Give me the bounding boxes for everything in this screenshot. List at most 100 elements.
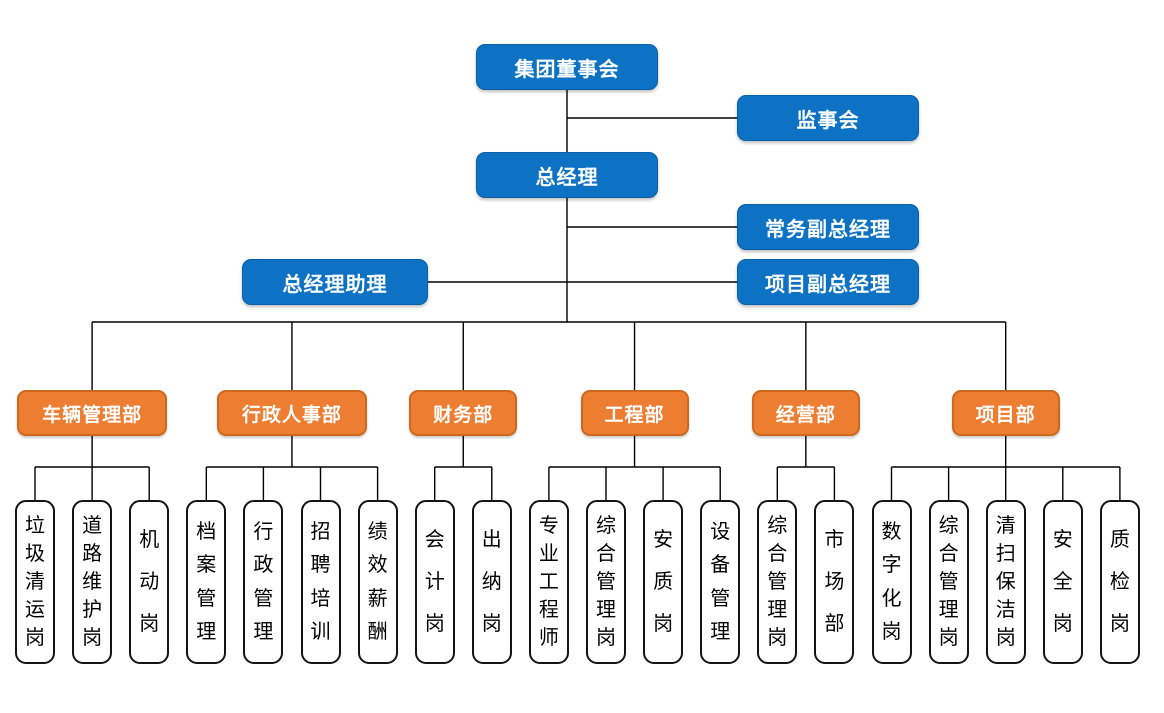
post-char: 专: [538, 515, 559, 537]
post-char: 护: [82, 599, 103, 621]
post-char: 垃: [25, 515, 45, 537]
post-char: 维: [82, 571, 103, 593]
post-char: 运: [25, 599, 45, 621]
post-char: 理: [710, 621, 731, 644]
post-char: 岗: [881, 621, 902, 644]
dept-node-1: 行政人事部: [216, 390, 367, 436]
dept-node-3: 工程部: [580, 390, 689, 436]
post-char: 招: [310, 520, 331, 543]
post-node: 综合管理岗: [586, 500, 626, 664]
post-char: 保: [995, 571, 1016, 593]
post-char: 程: [538, 599, 559, 621]
post-char: 场: [824, 571, 845, 593]
post-char: 机: [139, 529, 160, 551]
post-node: 档案管理: [186, 500, 227, 664]
post-char: 合: [596, 543, 616, 565]
post-char: 理: [938, 599, 959, 621]
post-char: 理: [253, 621, 274, 644]
post-char: 会: [424, 529, 445, 551]
post-char: 化: [881, 587, 902, 610]
post-node: 数字化岗: [871, 500, 912, 664]
dept-node-2: 财务部: [409, 390, 518, 436]
post-char: 综: [767, 515, 788, 537]
post-char: 纳: [481, 571, 502, 593]
post-node: 绩效薪酬: [357, 500, 398, 664]
post-node: 安全岗: [1042, 500, 1083, 664]
post-char: 档: [196, 520, 217, 543]
post-node: 行政管理: [243, 500, 284, 664]
post-char: 理: [196, 621, 217, 644]
post-char: 管: [938, 571, 959, 593]
post-node: 招聘培训: [300, 500, 341, 664]
exec-deputy-gm-node: 常务副总经理: [737, 204, 919, 250]
post-char: 备: [710, 554, 731, 577]
post-node: 垃圾清运岗: [15, 500, 55, 664]
post-char: 设: [710, 520, 731, 543]
post-char: 管: [596, 571, 616, 593]
post-node: 市场部: [814, 500, 855, 664]
post-node: 质检岗: [1099, 500, 1140, 664]
post-char: 管: [710, 587, 731, 610]
post-char: 数: [881, 520, 902, 543]
post-char: 合: [938, 543, 959, 565]
post-char: 清: [995, 515, 1016, 537]
post-char: 清: [25, 571, 45, 593]
general-manager-node: 总经理: [476, 152, 658, 198]
post-char: 岗: [424, 613, 445, 635]
post-char: 岗: [653, 613, 674, 635]
post-char: 绩: [367, 520, 388, 543]
post-node: 清扫保洁岗: [985, 500, 1026, 664]
post-char: 质: [653, 571, 674, 593]
board-node: 集团董事会: [476, 44, 658, 90]
post-char: 理: [596, 599, 616, 621]
post-char: 市: [824, 529, 845, 551]
post-char: 管: [196, 587, 217, 610]
post-char: 聘: [310, 554, 331, 577]
post-char: 岗: [481, 613, 502, 635]
post-char: 全: [1052, 571, 1073, 593]
post-node: 出纳岗: [471, 500, 512, 664]
post-node: 道路维护岗: [72, 500, 113, 664]
post-char: 岗: [767, 627, 788, 649]
post-char: 岗: [596, 627, 616, 649]
post-char: 政: [253, 554, 274, 577]
post-char: 质: [1109, 529, 1130, 551]
post-node: 设备管理: [700, 500, 741, 664]
post-char: 检: [1109, 571, 1130, 593]
post-char: 岗: [25, 627, 45, 649]
post-char: 行: [253, 520, 274, 543]
post-char: 岗: [82, 627, 103, 649]
supervisory-board-node: 监事会: [737, 95, 919, 141]
post-char: 路: [82, 543, 103, 565]
post-char: 出: [481, 529, 502, 551]
post-char: 管: [253, 587, 274, 610]
post-char: 部: [824, 613, 845, 635]
post-char: 岗: [995, 627, 1016, 649]
post-char: 理: [767, 599, 788, 621]
post-node: 机动岗: [129, 500, 170, 664]
dept-node-0: 车辆管理部: [17, 390, 168, 436]
post-char: 岗: [1052, 613, 1073, 635]
post-char: 道: [82, 515, 103, 537]
post-char: 薪: [367, 587, 388, 610]
post-node: 会计岗: [414, 500, 455, 664]
post-node: 专业工程师: [528, 500, 569, 664]
post-char: 工: [538, 571, 559, 593]
post-char: 岗: [139, 613, 160, 635]
post-char: 业: [538, 543, 559, 565]
post-char: 综: [938, 515, 959, 537]
post-char: 安: [653, 529, 674, 551]
post-char: 综: [596, 515, 616, 537]
post-char: 师: [538, 627, 559, 649]
dept-node-4: 经营部: [751, 390, 860, 436]
post-char: 计: [424, 571, 445, 593]
post-char: 培: [310, 587, 331, 610]
project-deputy-gm-node: 项目副总经理: [737, 259, 919, 305]
post-char: 字: [881, 554, 902, 577]
post-char: 圾: [25, 543, 45, 565]
post-char: 酬: [367, 621, 388, 644]
post-char: 安: [1052, 529, 1073, 551]
post-node: 综合管理岗: [757, 500, 798, 664]
